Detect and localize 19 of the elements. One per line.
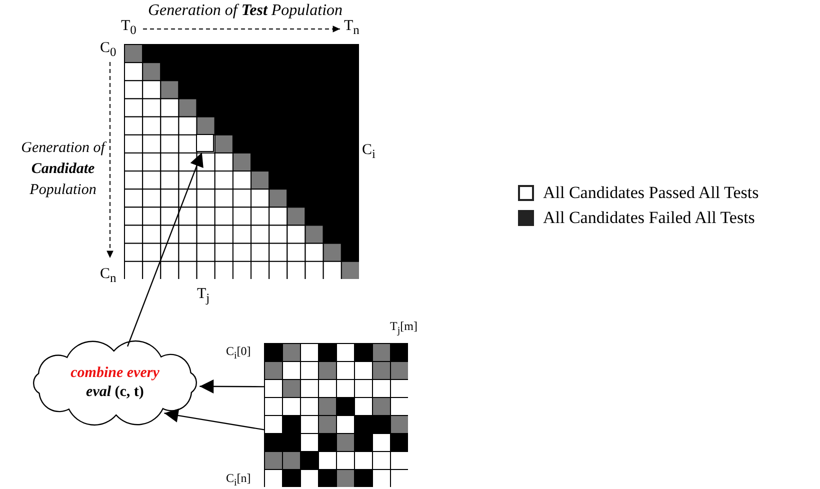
arrow [164, 408, 264, 430]
axis-label: Generation of Test Population [148, 3, 343, 19]
cloud-text: eval (c, t) [86, 383, 144, 402]
matrix-label: C$_{0}$ [100, 40, 116, 60]
matrix-label: T$_{j}$ [197, 286, 210, 306]
legend-label: All Candidates Passed All Tests [543, 184, 759, 202]
matrix-label: T$_{0}$ [121, 18, 136, 38]
matrix-label: C$_{i}$[0] [226, 343, 251, 364]
legend-label: All Candidates Failed All Tests [543, 209, 755, 227]
matrix-label: C$_{i}$ [362, 142, 376, 162]
axis-label: Generation of Candidate Population [20, 139, 108, 200]
cloud-heading: combine every [70, 364, 160, 383]
arrow [200, 379, 264, 394]
matrix-label: C$_{n}$ [100, 266, 116, 286]
arrow [126, 152, 204, 347]
matrix-label: C$_{i}$[n] [226, 470, 251, 489]
matrix-cell [196, 134, 214, 152]
matrix-label: T$_{n}$ [344, 18, 360, 38]
matrix-label: T$_{j}$[m] [390, 318, 418, 338]
